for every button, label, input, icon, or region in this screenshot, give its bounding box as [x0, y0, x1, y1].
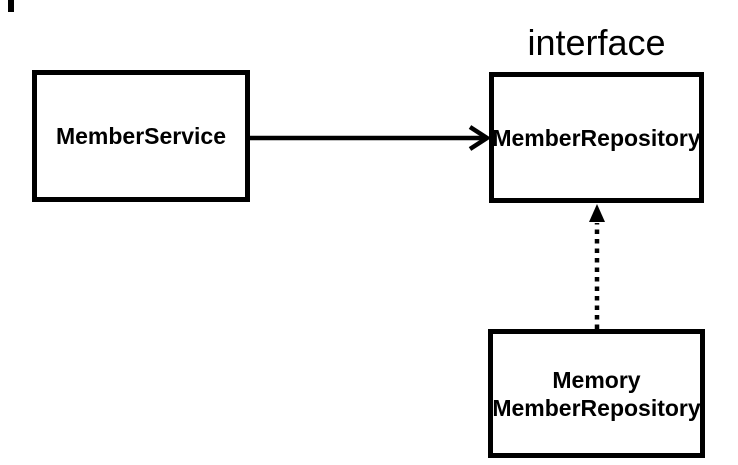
node-memory-member-repository-label-line1: Memory [552, 366, 641, 393]
node-memory-member-repository-label-line2: MemberRepository [492, 394, 701, 421]
node-member-service: MemberService [32, 70, 250, 202]
node-member-repository: MemberRepository [489, 72, 704, 203]
node-member-repository-label: MemberRepository [492, 124, 701, 151]
node-memory-member-repository: Memory MemberRepository [488, 329, 705, 458]
implements-arrow [589, 204, 605, 329]
interface-stereotype-label: interface [527, 22, 666, 63]
dependency-arrow [250, 125, 492, 151]
stray-mark [8, 0, 14, 12]
node-member-service-label: MemberService [55, 123, 227, 149]
